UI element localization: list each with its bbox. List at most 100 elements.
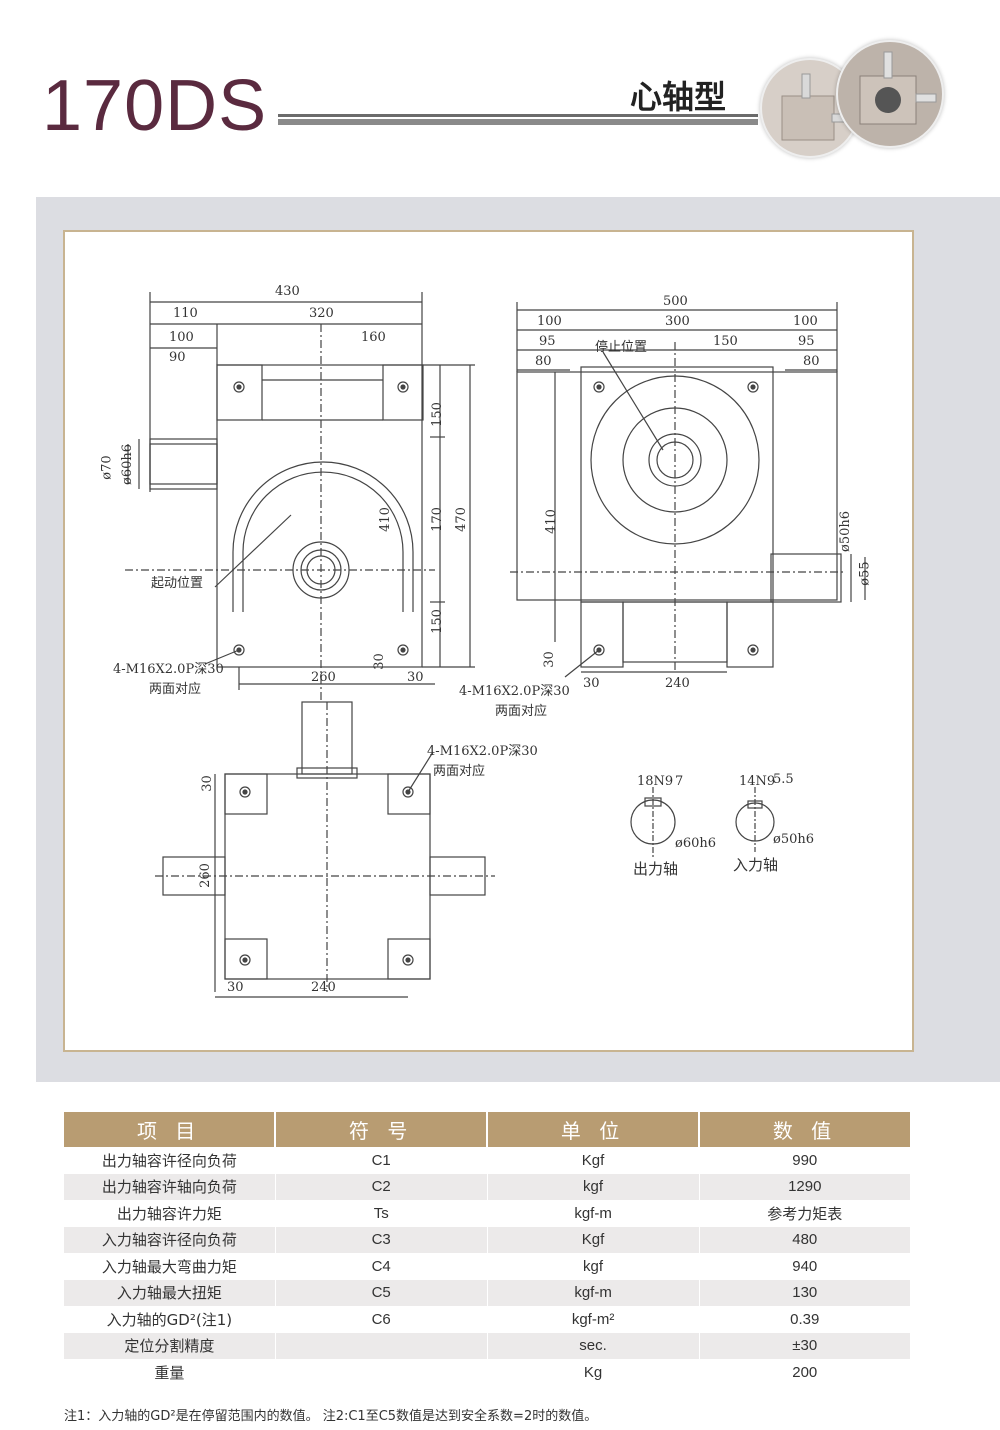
stop-position-label: 停止位置	[595, 340, 648, 355]
output-shaft-dia: ø60h6	[675, 836, 717, 851]
cell-item: 定位分割精度	[64, 1332, 276, 1359]
output-shaft-label: 出力轴	[633, 860, 679, 878]
dim-470: 470	[453, 507, 469, 532]
input-shaft-dia: ø50h6	[773, 832, 815, 847]
dim-320: 320	[309, 306, 334, 321]
dim-80-right: 80	[803, 354, 820, 369]
tap-note-side: 4-M16X2.0P深30	[459, 684, 570, 699]
technical-drawing	[125, 292, 866, 998]
cell-unit: Kgf	[487, 1226, 700, 1253]
cell-value: 0.39	[699, 1306, 910, 1333]
tap-note-side-2: 两面对应	[495, 704, 548, 719]
dim-170: 170	[429, 507, 445, 532]
input-key-depth: 5.5	[773, 772, 794, 787]
cell-value: 参考力矩表	[699, 1200, 910, 1227]
cell-value: 480	[699, 1226, 910, 1253]
dim-90: 90	[169, 350, 186, 365]
cell-symbol: C3	[275, 1226, 488, 1253]
cell-unit: kgf-m	[487, 1200, 700, 1227]
type-subtitle: 心轴型	[630, 78, 727, 116]
dim-300: 300	[665, 314, 690, 329]
cell-item: 入力轴容许径向负荷	[64, 1226, 276, 1253]
dim-260-top: 260	[197, 863, 213, 888]
cell-value: 940	[699, 1253, 910, 1280]
cell-unit: Kgf	[487, 1147, 700, 1174]
cell-unit: sec.	[487, 1332, 700, 1359]
title-rule-thick	[278, 119, 758, 125]
cell-value: 1290	[699, 1173, 910, 1200]
output-key-width: 18N9	[637, 774, 674, 789]
dim-160: 160	[361, 330, 386, 345]
cell-symbol: C4	[275, 1253, 488, 1280]
header-value: 数 值	[699, 1112, 910, 1147]
cell-item: 出力轴容许轴向负荷	[64, 1173, 276, 1200]
tap-note-front-2: 两面对应	[149, 682, 202, 697]
dim-410-front: 410	[377, 507, 393, 532]
cell-item: 重量	[64, 1359, 276, 1386]
cell-unit: kgf-m	[487, 1279, 700, 1306]
dim-95-right: 95	[798, 334, 815, 349]
dim-100: 100	[169, 330, 194, 345]
cell-symbol: Ts	[275, 1200, 488, 1227]
cell-item: 出力轴容许径向负荷	[64, 1147, 276, 1174]
cell-unit: kgf-m²	[487, 1306, 700, 1333]
cell-symbol	[275, 1359, 488, 1386]
dim-430: 430	[275, 284, 300, 299]
start-position-label: 起动位置	[151, 576, 204, 591]
cell-item: 入力轴最大弯曲力矩	[64, 1253, 276, 1280]
dim-260-front: 260	[311, 670, 336, 685]
dim-150-side: 150	[713, 334, 738, 349]
dim-80-left: 80	[535, 354, 552, 369]
dim-30-side: 30	[583, 676, 600, 691]
spec-table-header: 项 目 符 号 单 位 数 值	[64, 1112, 910, 1147]
dim-500: 500	[663, 294, 688, 309]
dim-150-bottom: 150	[429, 609, 445, 634]
dim-110: 110	[173, 306, 198, 321]
dim-30-front: 30	[407, 670, 424, 685]
dim-100-right: 100	[793, 314, 818, 329]
cell-value: 130	[699, 1279, 910, 1306]
input-shaft-label: 入力轴	[733, 856, 779, 874]
dim-dia-50h6-side: ø50h6	[838, 510, 854, 553]
product-photo-1-graphic	[781, 73, 855, 141]
cell-item: 入力轴的GD²(注1)	[64, 1306, 276, 1333]
dim-dia-70: ø70	[99, 455, 115, 480]
dim-410-side: 410	[543, 509, 559, 534]
dim-30-top-v: 30	[199, 775, 215, 792]
dim-30-front-v: 30	[371, 653, 387, 670]
footnote: 注1：入力轴的GD²是在停留范围内的数值。 注2:C1至C5数值是达到安全系数=…	[64, 1409, 598, 1424]
cell-value: 200	[699, 1359, 910, 1386]
dim-240-top: 240	[311, 980, 336, 995]
header-item: 项 目	[64, 1112, 277, 1147]
cell-symbol: C2	[275, 1173, 488, 1200]
cell-item: 入力轴最大扭矩	[64, 1279, 276, 1306]
product-photo-2-graphic	[859, 51, 937, 125]
cell-symbol: C1	[275, 1147, 488, 1174]
cell-unit: kgf	[487, 1253, 700, 1280]
model-title: 170DS	[42, 66, 268, 146]
cell-symbol	[275, 1332, 488, 1359]
tap-note-top: 4-M16X2.0P深30	[427, 744, 538, 759]
header-unit: 单 位	[487, 1112, 700, 1147]
product-photo-2	[836, 40, 944, 148]
header-symbol: 符 号	[275, 1112, 489, 1147]
dim-95-left: 95	[539, 334, 556, 349]
dim-dia-60h6: ø60h6	[120, 443, 136, 486]
tap-note-top-2: 两面对应	[433, 764, 486, 779]
title-rule-thin	[278, 114, 758, 117]
input-key-width: 14N9	[739, 774, 776, 789]
dim-240-side: 240	[665, 676, 690, 691]
dim-dia-55: ø55	[857, 561, 873, 586]
dim-30-side-v: 30	[541, 651, 557, 668]
output-key-depth: 7	[675, 774, 684, 789]
cell-unit: kgf	[487, 1173, 700, 1200]
cell-symbol: C6	[275, 1306, 488, 1333]
